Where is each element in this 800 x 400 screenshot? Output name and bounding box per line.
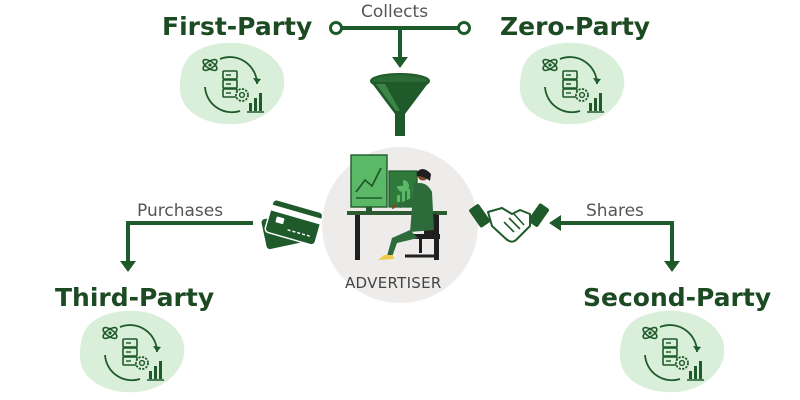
first-party-data-icon (180, 42, 285, 125)
second-party-title: Second-Party (583, 283, 772, 312)
collects-label: Collects (361, 2, 429, 22)
shares-connector (549, 215, 680, 272)
third-party-title: Third-Party (55, 283, 215, 312)
collects-connector (329, 21, 471, 68)
handshake-icon (469, 203, 550, 243)
advertiser-at-desk-icon (347, 154, 447, 260)
credit-card-icon (260, 198, 324, 251)
second-party-data-icon (620, 310, 725, 393)
zero-party-title: Zero-Party (500, 12, 651, 41)
first-party-title: First-Party (162, 12, 313, 41)
purchases-label: Purchases (137, 201, 224, 221)
purchases-connector (120, 221, 253, 272)
funnel-icon (370, 73, 430, 136)
zero-party-data-icon (520, 42, 625, 125)
third-party-data-icon (80, 310, 185, 393)
advertiser-label: ADVERTISER (345, 274, 442, 292)
shares-label: Shares (586, 201, 644, 221)
